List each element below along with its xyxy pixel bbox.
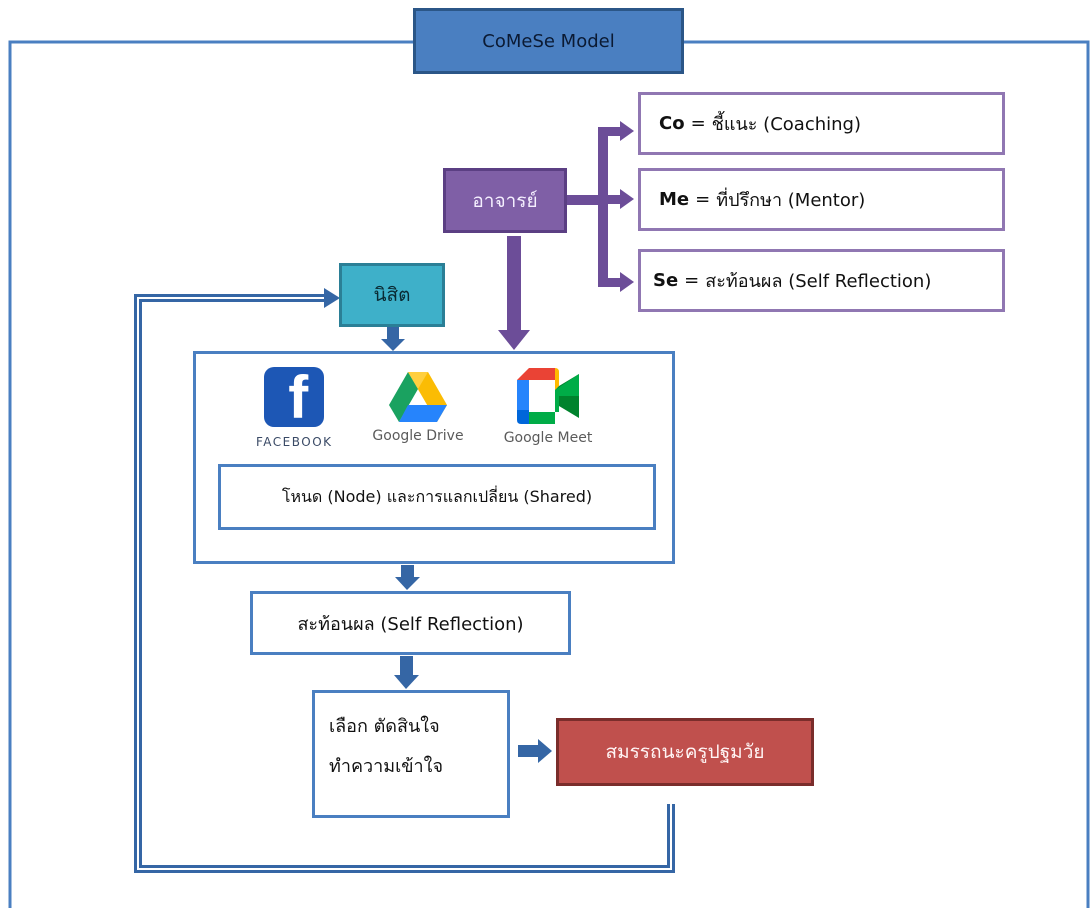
- bracket-to-me: [603, 195, 622, 204]
- facebook-icon: f: [264, 367, 325, 428]
- role-box-mentor: Me = ที่ปรึกษา (Mentor): [638, 168, 1005, 231]
- frame-down-shaft: [401, 565, 414, 578]
- role-abbr: Co: [659, 113, 685, 134]
- google-drive-icon: [389, 372, 447, 422]
- facebook-caption: FACEBOOK: [256, 435, 333, 449]
- student-label: นิสิต: [373, 284, 411, 306]
- feedback-loop-arrowhead: [324, 288, 340, 308]
- teacher-down-shaft: [507, 236, 521, 332]
- teacher-box: อาจารย์: [443, 168, 567, 233]
- teacher-label: อาจารย์: [472, 189, 538, 212]
- decide-right-shaft: [518, 745, 540, 757]
- role-description: ชี้แนะ (Coaching): [711, 114, 861, 135]
- self-reflection-box: สะท้อนผล (Self Reflection): [250, 591, 571, 655]
- decide-understand-box: เลือก ตัดสินใจ ทำความเข้าใจ: [312, 690, 510, 818]
- early-childhood-teacher-competency-box: สมรรถนะครูปฐมวัย: [556, 718, 814, 786]
- outer-frame-left: [8, 40, 413, 908]
- student-box: นิสิต: [339, 263, 445, 327]
- bracket-to-se: [598, 278, 622, 287]
- bracket-to-co: [598, 127, 622, 136]
- role-equals: =: [695, 189, 711, 210]
- outer-frame-right: [684, 40, 1090, 908]
- arrowhead-me: [620, 189, 634, 209]
- role-box-self-reflection: Se = สะท้อนผล (Self Reflection): [638, 249, 1005, 312]
- google-drive-logo: Google Drive: [364, 372, 472, 444]
- google-drive-caption: Google Drive: [372, 428, 464, 444]
- frame-down-arrowhead: [395, 577, 420, 590]
- role-box-coaching: Co = ชี้แนะ (Coaching): [638, 92, 1005, 155]
- role-equals: =: [684, 270, 700, 291]
- node-shared-box: โหนด (Node) และการแลกเปลี่ยน (Shared): [218, 464, 656, 530]
- reflect-down-arrowhead: [394, 675, 419, 689]
- model-title-text: CoMeSe Model: [482, 30, 615, 52]
- student-down-arrowhead: [381, 339, 405, 351]
- role-abbr: Se: [653, 270, 679, 291]
- role-description: ที่ปรึกษา (Mentor): [716, 190, 866, 211]
- google-meet-logo: Google Meet: [494, 368, 602, 446]
- competency-label: สมรรถนะครูปฐมวัย: [605, 741, 765, 763]
- decide-line-1: เลือก ตัดสินใจ: [329, 716, 440, 737]
- teacher-to-bracket-connector: [567, 195, 603, 205]
- role-abbr: Me: [659, 189, 690, 210]
- student-down-shaft: [387, 327, 399, 340]
- facebook-logo: f FACEBOOK: [256, 367, 333, 449]
- role-bracket-vertical: [598, 127, 608, 287]
- google-meet-icon: [517, 368, 579, 424]
- feedback-loop-inner: [137, 297, 672, 870]
- role-equals: =: [690, 113, 706, 134]
- google-meet-caption: Google Meet: [503, 430, 593, 446]
- node-shared-label: โหนด (Node) และการแลกเปลี่ยน (Shared): [281, 486, 593, 506]
- role-description: สะท้อนผล (Self Reflection): [705, 271, 932, 292]
- decide-line-2: ทำความเข้าใจ: [329, 756, 443, 777]
- reflect-down-shaft: [400, 656, 413, 676]
- decide-right-arrowhead: [538, 739, 552, 763]
- teacher-down-arrowhead: [498, 330, 530, 350]
- arrowhead-co: [620, 121, 634, 141]
- self-reflection-label: สะท้อนผล (Self Reflection): [297, 613, 524, 635]
- model-title: CoMeSe Model: [413, 8, 684, 74]
- arrowhead-se: [620, 272, 634, 292]
